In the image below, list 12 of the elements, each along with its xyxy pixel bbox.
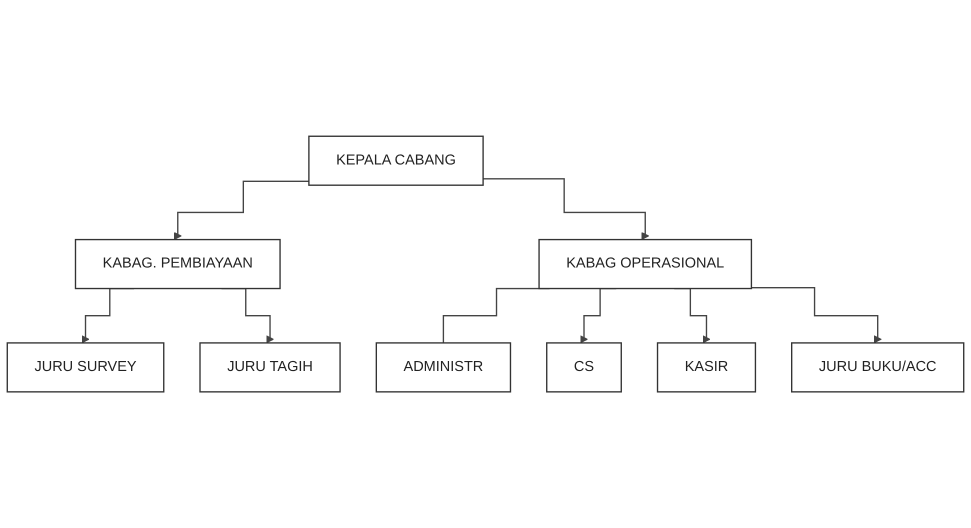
node-box: JURU SURVEY xyxy=(6,342,164,392)
node-box: KASIR xyxy=(656,342,756,392)
node-box: JURU TAGIH xyxy=(199,342,341,392)
node-box: KEPALA CABANG xyxy=(308,136,484,186)
node-box: KABAG. PEMBIAYAAN xyxy=(74,238,281,290)
arrow xyxy=(751,286,882,344)
node-box: KABAG OPERASIONAL xyxy=(538,238,752,290)
node-box: ADMINISTR xyxy=(376,342,512,392)
arrow xyxy=(174,180,309,240)
arrow xyxy=(483,178,650,240)
node-box: JURU BUKU/ACC xyxy=(791,342,964,392)
node-box: CS xyxy=(546,342,622,392)
